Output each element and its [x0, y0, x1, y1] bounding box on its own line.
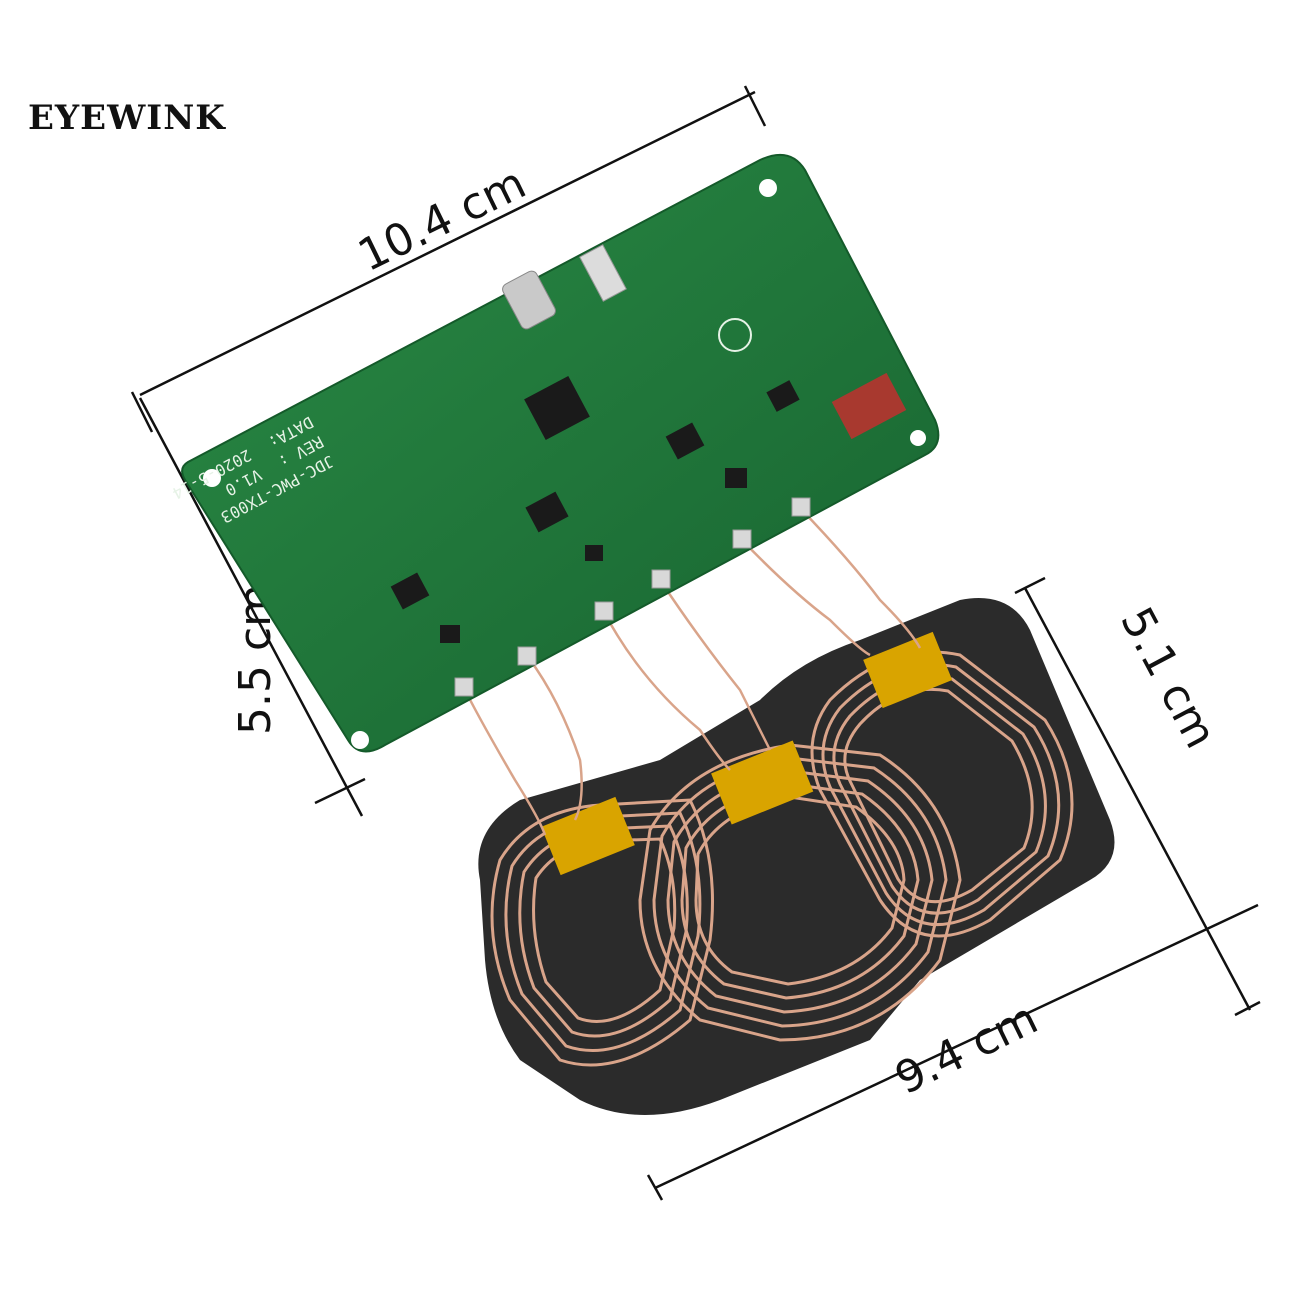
- dim-tick: [646, 1174, 664, 1201]
- dim-tick: [743, 85, 767, 127]
- ic-chip: [725, 468, 747, 488]
- dimension-lines: [130, 85, 1261, 1201]
- dim-tick: [1014, 576, 1046, 595]
- solder-pads: [454, 497, 811, 697]
- mount-hole: [759, 179, 777, 197]
- capacitor: [831, 372, 907, 440]
- dim-tick: [1234, 1000, 1261, 1017]
- tape-right: [863, 631, 953, 709]
- usb-c-connector: [502, 270, 556, 330]
- ic-chip: [766, 380, 800, 412]
- mount-hole: [910, 430, 926, 446]
- ic-chip: [525, 491, 569, 533]
- dim-line-right: [1023, 587, 1252, 1011]
- ic-chip: [440, 625, 460, 643]
- dim-label-pcb-length: 10.4 cm: [350, 158, 533, 282]
- lead-wires: [462, 507, 922, 836]
- inductor: [579, 244, 627, 302]
- pcb-board: JDC-PWC-TX003 REV : V1.0 DATA: 2020-5-14: [169, 153, 940, 753]
- main-ic: [524, 375, 590, 441]
- mount-hole: [351, 731, 369, 749]
- mount-hole: [203, 469, 221, 487]
- tape-left: [541, 796, 635, 876]
- dim-line-top: [139, 90, 756, 397]
- tape-center: [711, 740, 814, 825]
- dim-line-left: [138, 397, 364, 817]
- dim-label-coil-width: 5.1 cm: [1110, 599, 1226, 756]
- brand-logo: EYEWINK: [28, 98, 226, 138]
- dim-line-bottom: [654, 903, 1259, 1190]
- dim-tick: [130, 391, 154, 433]
- ic-chip: [585, 545, 603, 561]
- dim-label-coil-length: 9.4 cm: [887, 993, 1045, 1105]
- ic-chip: [665, 422, 705, 460]
- ic-chip: [390, 572, 430, 610]
- ferrite-sheet: [478, 598, 1115, 1115]
- silk-logo-circle: [718, 318, 752, 352]
- dim-tick: [314, 777, 366, 805]
